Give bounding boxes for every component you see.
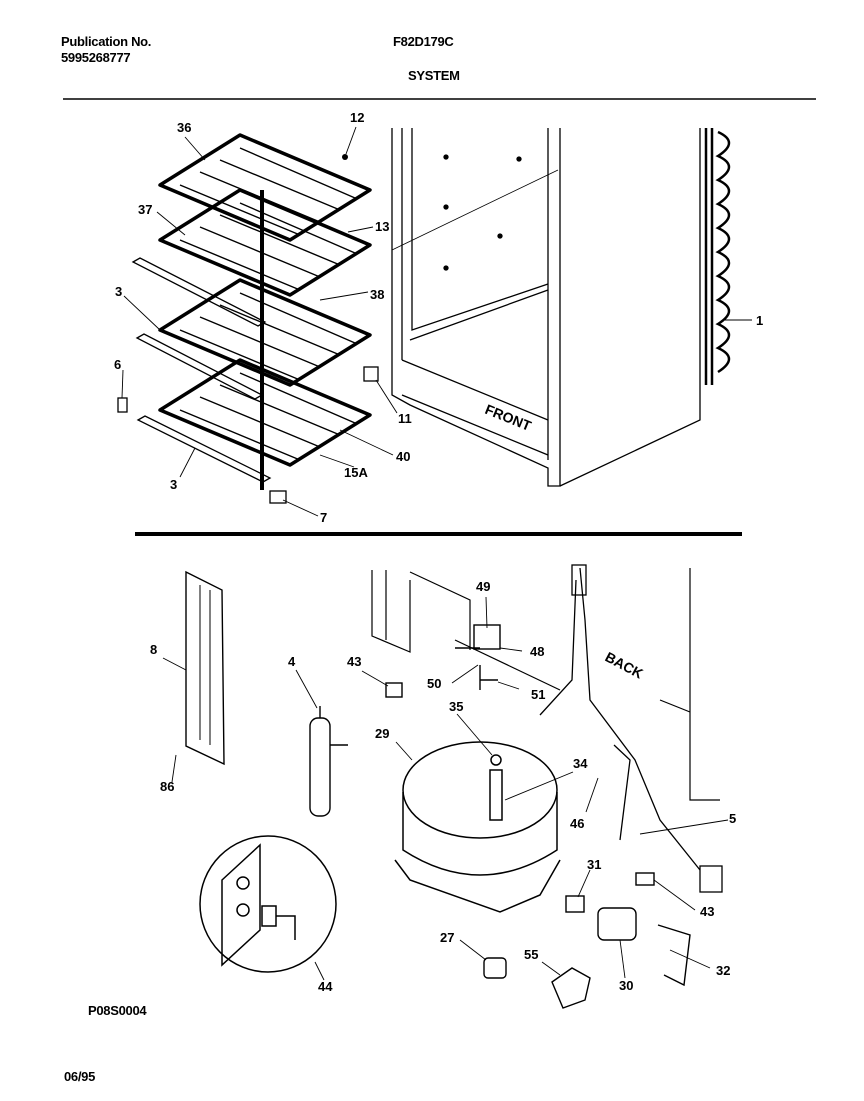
callout-51: 51 xyxy=(531,687,546,702)
evaporator-tubes xyxy=(179,147,356,461)
callout-50: 50 xyxy=(427,676,442,691)
callout-27: 27 xyxy=(440,930,455,945)
callout-37: 37 xyxy=(138,202,153,217)
callout-3-bottom: 3 xyxy=(170,477,178,492)
leader-lines-lower xyxy=(162,596,729,981)
evaporator-shelves xyxy=(158,133,372,467)
callout-30: 30 xyxy=(619,978,634,993)
drawing-code: P08S0004 xyxy=(88,1003,147,1018)
section-title: SYSTEM xyxy=(408,68,460,83)
callout-31: 31 xyxy=(587,857,602,872)
wiring xyxy=(539,564,723,893)
condenser-coil xyxy=(704,128,731,385)
clip-part-11 xyxy=(363,366,379,382)
callout-36: 36 xyxy=(177,120,192,135)
screw-part-12 xyxy=(342,154,348,160)
drier xyxy=(309,706,348,817)
outlet-detail xyxy=(199,835,337,973)
callout-55: 55 xyxy=(524,947,539,962)
callout-13: 13 xyxy=(375,219,390,234)
revision-date: 06/95 xyxy=(64,1069,96,1084)
callout-32: 32 xyxy=(716,963,731,978)
valve-assembly xyxy=(455,624,501,690)
callout-48: 48 xyxy=(530,644,545,659)
publication-label: Publication No. xyxy=(61,34,152,49)
callout-40: 40 xyxy=(396,449,411,464)
callout-11: 11 xyxy=(398,411,412,426)
callout-34: 34 xyxy=(573,756,588,771)
callout-46: 46 xyxy=(570,816,585,831)
model-number: F82D179C xyxy=(393,34,454,49)
back-label: BACK xyxy=(603,649,646,682)
clip-part-6 xyxy=(117,397,128,413)
heat-exchanger-plate xyxy=(185,570,225,766)
rubber-grommet xyxy=(483,957,507,979)
callout-43-top: 43 xyxy=(347,654,362,669)
callout-35: 35 xyxy=(449,699,464,714)
compressor xyxy=(394,741,561,913)
clip-part-7 xyxy=(269,490,287,504)
callout-15a: 15A xyxy=(344,465,368,480)
callout-3-top: 3 xyxy=(115,284,123,299)
callout-44: 44 xyxy=(318,979,333,994)
publication-number: 5995268777 xyxy=(61,50,131,65)
callout-86: 86 xyxy=(160,779,175,794)
callout-5: 5 xyxy=(729,811,737,826)
callout-49: 49 xyxy=(476,579,491,594)
relay-overload xyxy=(385,682,691,1009)
shelf-rails xyxy=(131,257,272,483)
callout-38: 38 xyxy=(370,287,385,302)
callout-1: 1 xyxy=(756,313,764,328)
callout-29: 29 xyxy=(375,726,390,741)
callout-12: 12 xyxy=(350,110,365,125)
front-label: FRONT xyxy=(483,401,534,434)
leader-lines-upper xyxy=(121,126,752,517)
callout-4: 4 xyxy=(288,654,296,669)
cabinet-liner xyxy=(391,128,701,487)
callout-7: 7 xyxy=(320,510,328,525)
callout-6: 6 xyxy=(114,357,122,372)
callout-43-bottom: 43 xyxy=(700,904,715,919)
callout-8: 8 xyxy=(150,642,158,657)
